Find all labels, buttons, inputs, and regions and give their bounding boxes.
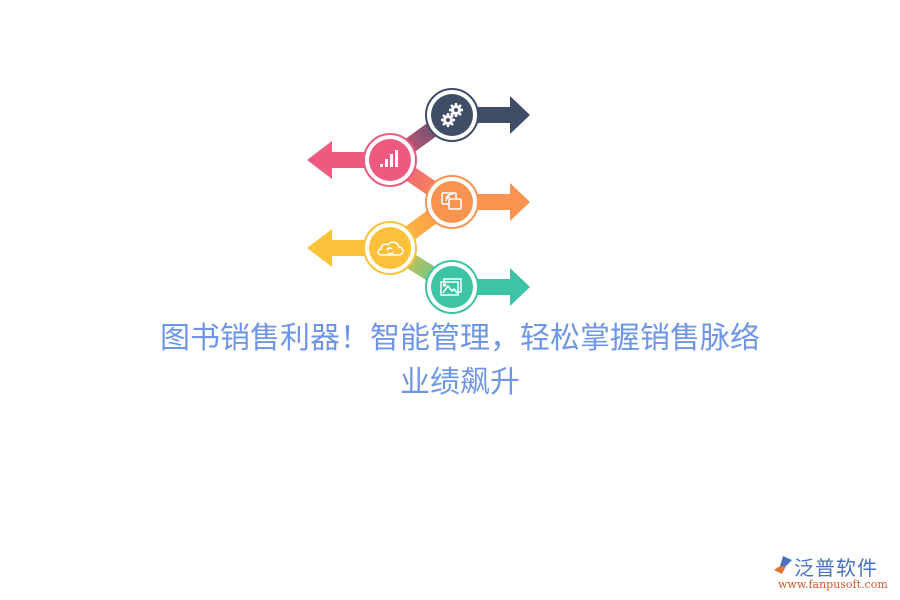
step-bar-chart: [307, 133, 417, 187]
arrow-right: [470, 268, 530, 306]
headline-line-2: 业绩飙升: [400, 365, 520, 400]
step-gear: [425, 88, 530, 142]
brand-name: 泛普软件: [794, 556, 878, 580]
gear-icon: [441, 103, 463, 127]
headline-line-1: 图书销售利器！智能管理，轻松掌握销售脉络: [160, 321, 760, 356]
image-gallery-icon: [440, 278, 462, 296]
brand-url: www.fanpusoft.com: [778, 578, 888, 591]
brand-logo-icon: [774, 556, 792, 574]
infographic-arrows: [307, 88, 530, 314]
cloud-sync-icon: [377, 241, 404, 256]
step-screen-cast: [425, 175, 530, 229]
arrow-left: [307, 229, 372, 267]
step-image-gallery: [425, 260, 530, 314]
arrow-right: [470, 183, 530, 221]
screen-cast-icon: [441, 192, 462, 210]
arrow-left: [307, 141, 372, 179]
step-cloud-sync: [307, 221, 417, 275]
brand-watermark: 泛普软件 www.fanpusoft.com: [768, 552, 898, 598]
bar-chart-icon: [380, 150, 398, 167]
arrow-right: [470, 96, 530, 134]
